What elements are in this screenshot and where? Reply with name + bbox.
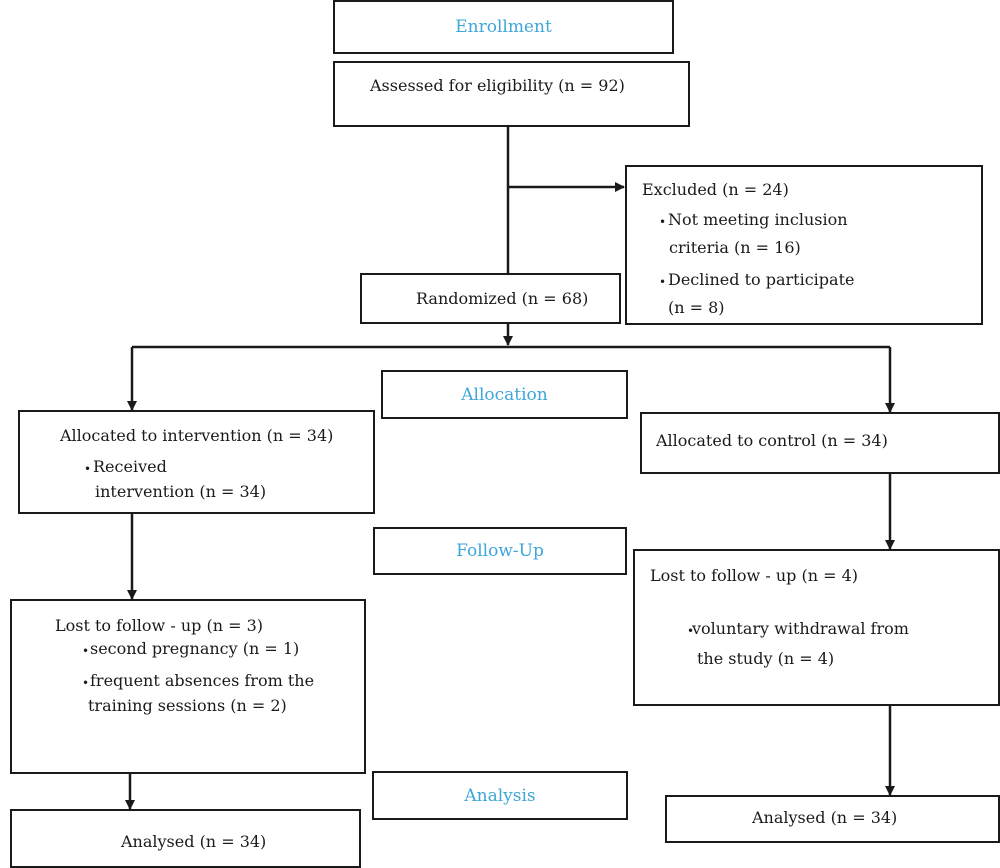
stage-follow-up: Follow-Up — [373, 527, 627, 575]
stage-allocation-label: Allocation — [461, 384, 548, 405]
bullet: • — [687, 624, 695, 638]
control-allocated-title: Allocated to control (n = 34) — [656, 431, 888, 450]
excluded-title: Excluded (n = 24) — [642, 180, 789, 199]
intervention-analysed-text: Analysed (n = 34) — [121, 832, 267, 851]
excluded-box — [625, 165, 983, 325]
bullet: • — [659, 275, 667, 289]
intervention-allocated-box — [18, 410, 375, 514]
stage-analysis: Analysis — [372, 771, 628, 820]
stage-follow-up-label: Follow-Up — [456, 541, 544, 561]
stage-allocation: Allocation — [381, 370, 628, 419]
assessed-text: Assessed for eligibility (n = 92) — [370, 76, 625, 95]
randomized-box — [360, 273, 621, 324]
intervention-lost-title: Lost to follow - up (n = 3) — [55, 616, 264, 635]
control-lost-title: Lost to follow - up (n = 4) — [650, 566, 859, 585]
bullet: • — [82, 644, 90, 658]
excluded-item2-line1: Declined to participate — [668, 270, 855, 289]
intervention-lost-item2-line2: training sessions (n = 2) — [88, 696, 287, 715]
control-lost-box — [633, 549, 1000, 706]
bullet: • — [659, 215, 667, 229]
intervention-lost-item2-line1: frequent absences from the — [90, 671, 315, 690]
stage-analysis-label: Analysis — [464, 785, 536, 806]
control-analysed-text: Analysed (n = 34) — [752, 808, 898, 827]
intervention-received-line1: Received — [93, 457, 167, 476]
intervention-lost-box — [10, 599, 366, 774]
intervention-analysed-box — [10, 809, 361, 868]
control-lost-item1-line1: voluntary withdrawal from — [692, 619, 909, 638]
bullet: • — [82, 676, 90, 690]
intervention-allocated-title: Allocated to intervention (n = 34) — [60, 426, 334, 445]
bullet: • — [84, 462, 92, 476]
control-allocated-box — [640, 412, 1000, 474]
stage-enrollment-label: Enrollment — [455, 17, 552, 37]
excluded-item1-line2: criteria (n = 16) — [669, 238, 801, 257]
intervention-lost-item1: second pregnancy (n = 1) — [90, 639, 300, 658]
excluded-item2-line2: (n = 8) — [668, 298, 725, 317]
randomized-text: Randomized (n = 68) — [416, 289, 589, 308]
control-analysed-box — [665, 795, 1000, 843]
excluded-item1-line1: Not meeting inclusion — [668, 210, 848, 229]
assessed-box — [333, 61, 690, 127]
intervention-received-line2: intervention (n = 34) — [95, 482, 267, 501]
stage-enrollment: Enrollment — [333, 0, 674, 54]
control-lost-item1-line2: the study (n = 4) — [697, 649, 835, 668]
